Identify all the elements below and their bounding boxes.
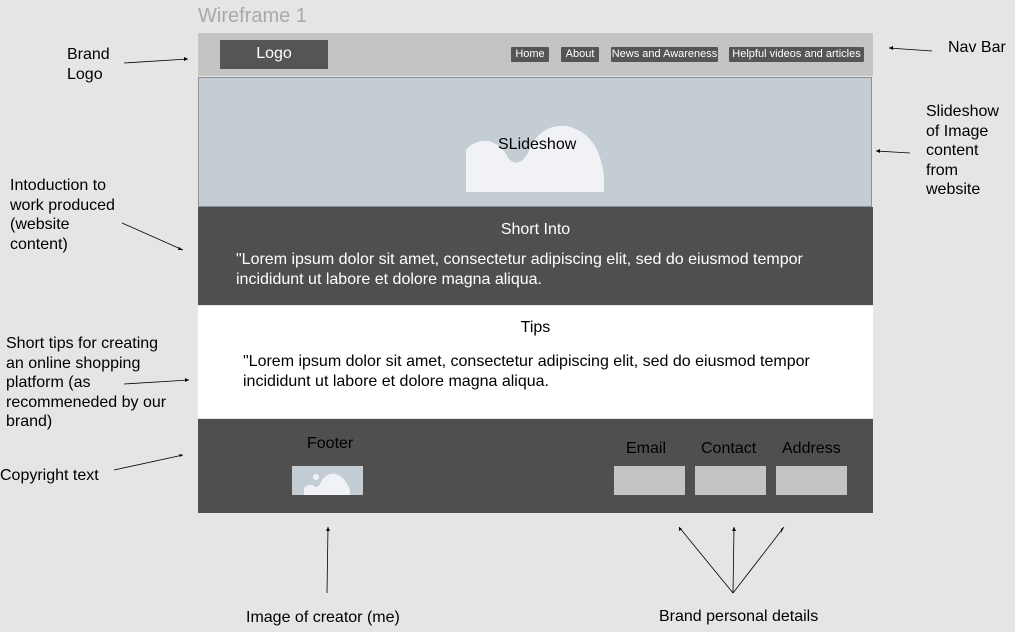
annotation-copyright: Copyright text <box>0 467 99 484</box>
brand-logo[interactable]: Logo <box>220 40 328 69</box>
frame-title: Wireframe 1 <box>198 5 307 27</box>
intro-text-line1: "Lorem ipsum dolor sit amet, consectetur… <box>236 251 803 268</box>
arrow-brand-logo <box>123 58 189 64</box>
arrow-nav-bar <box>888 47 933 52</box>
intro-text-line2: incididunt ut labore et dolore magna ali… <box>236 271 542 288</box>
footer-address-label: Address <box>782 440 841 457</box>
annotation-slideshow: Slideshow of Image content from website <box>926 102 999 200</box>
annotation-line: platform (as <box>6 374 91 391</box>
address-field[interactable] <box>776 466 847 495</box>
arrow-creator-image <box>326 526 329 594</box>
footer-title: Footer <box>307 435 354 452</box>
email-field[interactable] <box>614 466 685 495</box>
arrow-email <box>678 526 734 594</box>
annotation-line: an online shopping <box>6 354 141 372</box>
annotation-line: brand) <box>6 413 53 430</box>
annotation-intro: Intoduction to work produced (website co… <box>10 176 115 254</box>
contact-field[interactable] <box>695 466 766 495</box>
annotation-line: Logo <box>67 65 103 83</box>
annotation-line: Short tips for creating <box>6 335 159 352</box>
arrow-contact <box>732 526 735 594</box>
annotation-brand-details: Brand personal details <box>659 608 819 625</box>
nav-item-helpful-videos[interactable]: Helpful videos and articles <box>729 47 864 62</box>
arrow-intro <box>121 222 184 251</box>
arrow-slideshow <box>875 150 911 154</box>
annotation-creator-image: Image of creator (me) <box>246 609 400 626</box>
annotation-line: Slideshow <box>926 103 999 120</box>
tips-text-line1: "Lorem ipsum dolor sit amet, consectetur… <box>243 353 810 370</box>
slideshow-label: SLideshow <box>498 136 577 153</box>
arrow-tips <box>123 379 190 385</box>
footer-contact-label: Contact <box>701 440 757 457</box>
annotation-line: website <box>926 181 981 198</box>
creator-image-icon <box>292 466 363 495</box>
annotation-line: (website <box>10 216 70 233</box>
annotation-line: from <box>926 161 958 179</box>
annotation-line: Intoduction to <box>10 177 107 194</box>
arrow-address <box>732 526 785 594</box>
intro-title: Short Into <box>500 221 571 238</box>
annotation-nav-bar: Nav Bar <box>948 39 1006 56</box>
nav-item-news[interactable]: News and Awareness <box>611 47 718 62</box>
footer-email-label: Email <box>626 440 667 457</box>
annotation-line: content <box>926 142 979 159</box>
tips-section <box>198 306 873 418</box>
nav-item-home[interactable]: Home <box>511 47 549 62</box>
arrow-copyright <box>113 454 184 471</box>
intro-section <box>198 207 873 305</box>
image-placeholder-icon <box>466 125 604 192</box>
tips-title: Tips <box>520 319 551 336</box>
annotation-line: content) <box>10 235 68 253</box>
annotation-line: work produced <box>10 196 115 214</box>
annotation-line: of Image <box>926 122 989 140</box>
annotation-line: recommeneded by our <box>6 393 167 411</box>
annotation-tips: Short tips for creating an online shoppi… <box>6 334 166 432</box>
annotation-brand-logo: Brand Logo <box>67 45 110 84</box>
tips-text-line2: incididunt ut labore et dolore magna ali… <box>243 373 549 390</box>
annotation-line: Brand <box>67 46 110 63</box>
nav-item-about[interactable]: About <box>561 47 599 62</box>
